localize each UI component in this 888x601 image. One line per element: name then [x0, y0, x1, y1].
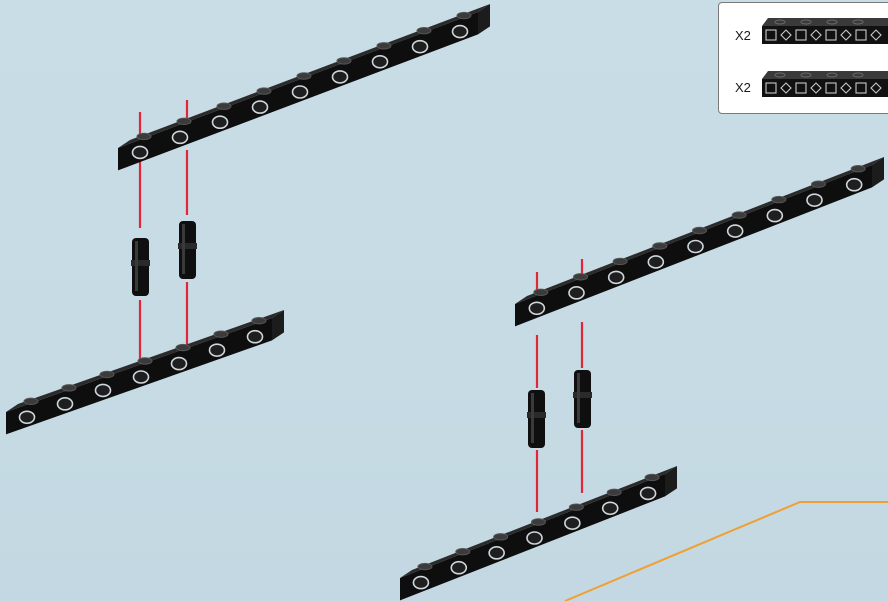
beam-hole: [451, 24, 469, 39]
guide-lines-left: [138, 100, 189, 368]
beam-hole: [606, 488, 622, 496]
beam-hole: [371, 54, 389, 69]
beam-hole: [251, 317, 267, 325]
beam-hole: [528, 301, 546, 316]
beam-hole: [211, 115, 229, 130]
beam-hole: [692, 226, 707, 235]
beam-hole: [256, 87, 272, 95]
beam-hole: [94, 383, 112, 398]
beam-hole: [850, 165, 866, 173]
beam-hole: [455, 548, 471, 556]
beam-hole: [811, 180, 826, 188]
part-quantity-label: X2: [735, 28, 751, 43]
beam-hole: [208, 343, 226, 357]
beam-hole: [639, 486, 657, 501]
beam-hole: [131, 145, 149, 160]
black-beam-long-icon: [762, 71, 888, 97]
beam-hole: [568, 286, 585, 300]
beam-hole: [726, 224, 744, 238]
pin-icon: [131, 238, 150, 296]
beam-hole: [175, 343, 191, 352]
part-quantity-label: X2: [735, 80, 751, 95]
beam-hole: [411, 39, 429, 54]
beam-hole: [731, 211, 747, 219]
beam-hole: [336, 57, 352, 65]
beam-hole: [213, 330, 229, 338]
beam-hole: [137, 357, 153, 365]
beam-hole: [771, 195, 787, 204]
beam-hole: [564, 516, 581, 530]
beam-hole: [23, 397, 39, 405]
beam-upper-right: [515, 157, 884, 327]
beam-hole: [652, 242, 668, 250]
beam-hole: [18, 410, 36, 425]
black-beam-long-icon: [762, 18, 888, 44]
pin-icon: [527, 390, 546, 448]
beam-hole: [331, 70, 349, 84]
beam-hole: [647, 255, 665, 269]
beam-hole: [99, 370, 115, 379]
orange-callout-line: [564, 501, 888, 601]
beam-lower-right: [400, 466, 677, 601]
beam-hole: [296, 72, 312, 80]
beam-hole: [806, 193, 823, 207]
beam-hole: [612, 257, 628, 266]
beam-hole: [531, 518, 546, 526]
beam-hole: [61, 384, 77, 392]
beam-hole: [601, 501, 619, 516]
beam-upper-left: [118, 4, 490, 171]
beam-hole: [56, 397, 74, 411]
beam-hole: [845, 177, 863, 192]
beam-hole: [644, 473, 660, 482]
beam-hole: [412, 575, 430, 590]
beam-hole: [568, 503, 584, 511]
beam-hole: [246, 329, 264, 344]
beam-hole: [417, 562, 433, 571]
parts-list-graphics: [762, 18, 888, 97]
pin-icon: [573, 370, 592, 428]
beam-hole: [450, 560, 468, 575]
beam-hole: [251, 100, 269, 114]
beam-lower-left: [6, 310, 284, 435]
beam-hole: [171, 130, 189, 145]
beam-hole: [176, 117, 192, 126]
beam-hole: [766, 208, 784, 223]
beam-hole: [132, 370, 150, 384]
beam-hole: [416, 26, 432, 35]
beam-hole: [533, 288, 549, 296]
pin-icon: [178, 221, 197, 279]
beam-hole: [216, 102, 232, 110]
beam-hole: [493, 533, 509, 541]
parts-list-box: X2 X2: [718, 2, 888, 114]
beam-hole: [687, 239, 704, 254]
beam-hole: [607, 270, 625, 285]
guide-lines-right: [535, 259, 584, 512]
beam-hole: [526, 531, 543, 545]
beam-hole: [376, 42, 392, 50]
beam-hole: [170, 356, 188, 371]
beam-hole: [136, 132, 152, 141]
connector-pins: [131, 221, 592, 448]
beam-hole: [488, 546, 505, 560]
beam-hole: [456, 11, 472, 20]
beam-hole: [573, 273, 588, 281]
beam-hole: [291, 85, 309, 99]
